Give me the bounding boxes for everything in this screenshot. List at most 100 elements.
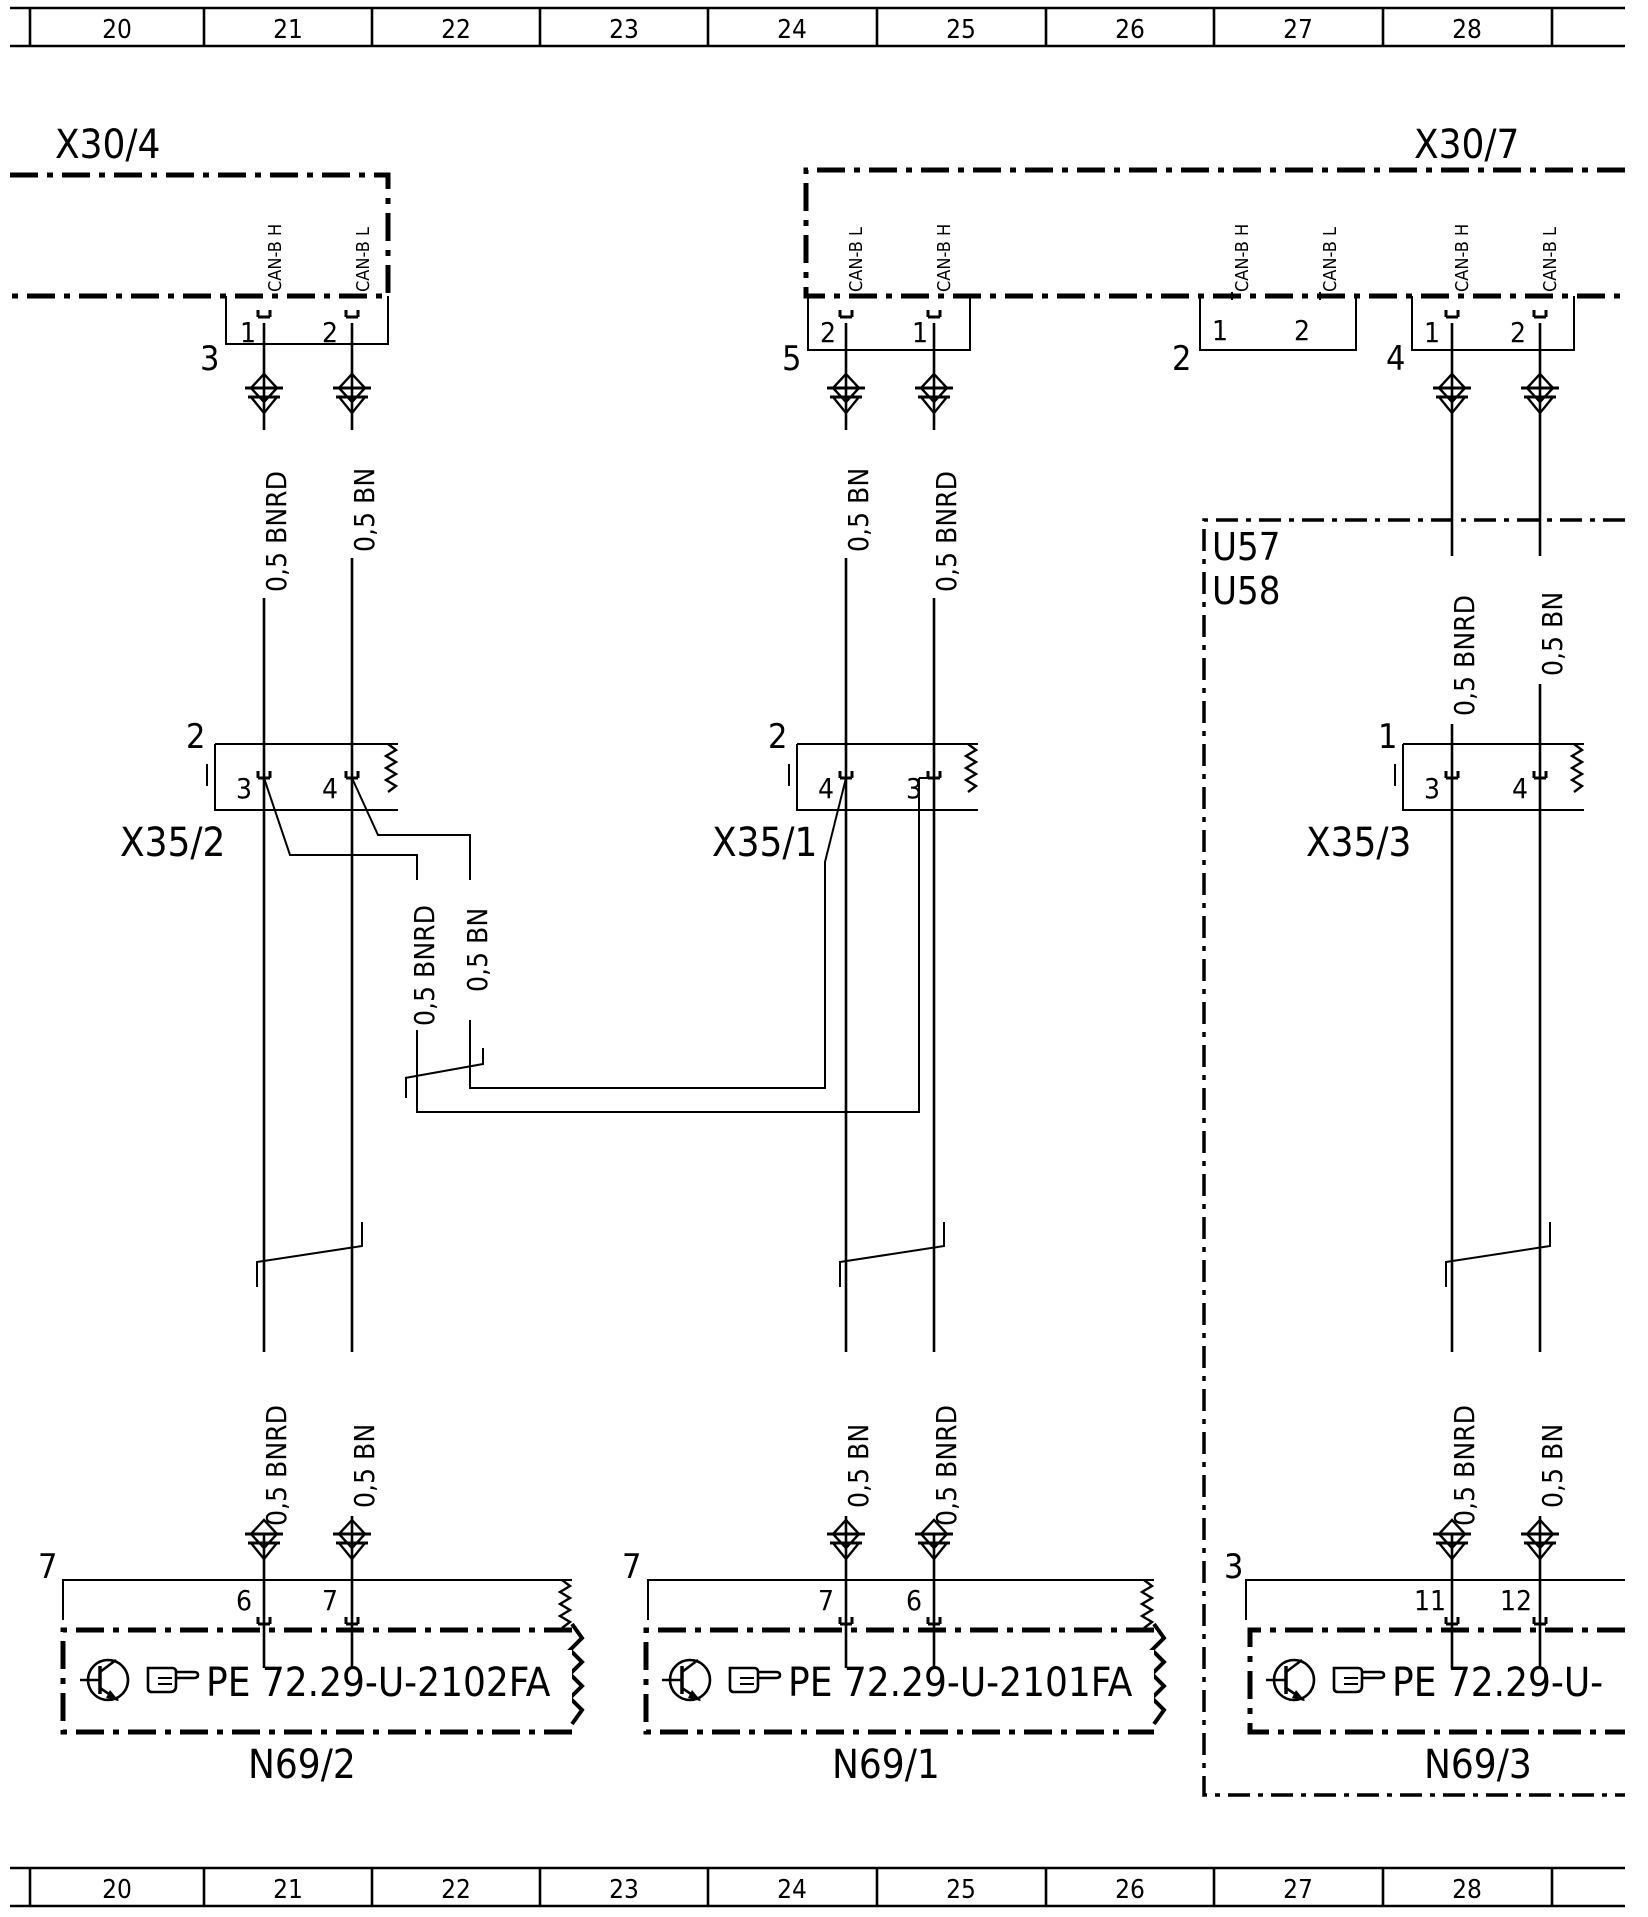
wire-label: 0,5 BN [348, 468, 381, 552]
ruler-col: 26 [1115, 1875, 1145, 1905]
wire-label: 0,5 BN [1536, 592, 1569, 676]
bottom-ruler: 20 21 22 23 24 25 26 27 28 [10, 1866, 1625, 1908]
wire-label: 0,5 BNRD [1448, 595, 1481, 716]
break-icon [964, 742, 978, 794]
signal-label: CAN-B H [934, 224, 955, 292]
pin-number: 7 [622, 1547, 641, 1587]
module-label-n69-3: N69/3 [1424, 1742, 1532, 1788]
wire-label: 0,5 BNRD [260, 1405, 293, 1526]
ruler-col: 25 [946, 1875, 976, 1905]
module-n69-2: 7 6 7 PE 72.29-U-2102FA N69/2 [38, 1547, 585, 1788]
wire-label: 0,5 BN [348, 1424, 381, 1508]
pointing-hand-icon [728, 1666, 782, 1694]
transistor-icon [662, 1658, 712, 1702]
ruler-col: 23 [609, 1875, 639, 1905]
module-reference: PE 72.29-U- [1392, 1660, 1603, 1706]
break-icon [558, 1578, 572, 1630]
pin-number: 3 [906, 772, 922, 805]
signal-label: CAN-B H [1232, 224, 1253, 292]
wire-label: 0,5 BNRD [1448, 1405, 1481, 1526]
splice-label-x35-3: X35/3 [1306, 820, 1411, 866]
ruler-col: 22 [441, 15, 471, 45]
ruler-col: 25 [946, 15, 976, 45]
pin-icon [1532, 308, 1548, 319]
ruler-col: 21 [273, 1875, 303, 1905]
pin-number: 4 [1386, 339, 1405, 379]
pin-number: 1 [240, 316, 256, 349]
pin-number: 7 [818, 1584, 834, 1617]
pin-number: 2 [768, 717, 787, 757]
pin-number: 1 [1378, 717, 1397, 757]
pin-number: 2 [1510, 316, 1526, 349]
module-n69-3: 3 11 12 PE 72.29-U- N69/3 [1224, 1547, 1625, 1788]
module-reference: PE 72.29-U-2102FA [206, 1660, 551, 1706]
signal-label: CAN-B H [1452, 224, 1473, 292]
signal-label: CAN-B H [265, 224, 286, 292]
ruler-col: 27 [1283, 15, 1313, 45]
pin-number: 7 [322, 1584, 338, 1617]
signal-label: CAN-B L [1540, 227, 1561, 292]
pin-icon [256, 308, 272, 319]
wire-group-n69-3: 0,5 BNRD 0,5 BN 1 3 4 X35/3 0,5 BNRD 0,5… [1306, 323, 1584, 1668]
ruler-col: 26 [1115, 15, 1145, 45]
pin-number: 2 [322, 316, 338, 349]
wire-label: 0,5 BN [461, 908, 494, 992]
pin-number: 11 [1414, 1584, 1446, 1617]
connector-x30-4: X30/4 CAN-B H CAN-B L 3 1 2 [10, 122, 391, 379]
wire-label: 0,5 BNRD [930, 1405, 963, 1526]
pointing-hand-icon [146, 1666, 200, 1694]
ruler-col: 28 [1452, 15, 1482, 45]
ruler-col: 23 [609, 15, 639, 45]
module-label-u58: U58 [1212, 569, 1281, 613]
ruler-col: 28 [1452, 1875, 1482, 1905]
module-n69-1: 7 7 6 PE 72.29-U-2101FA N69/1 [622, 1547, 1167, 1788]
pin-number: 2 [1294, 314, 1310, 347]
top-ruler: 20 21 22 23 24 25 26 27 28 [10, 6, 1625, 48]
wire-group-n69-1: 0,5 BN 0,5 BNRD 2 4 3 X35/1 0,5 BN 0,5 B… [712, 323, 978, 1668]
pin-number: 4 [1512, 772, 1528, 805]
pin-number: 1 [1424, 316, 1440, 349]
ruler-col: 21 [273, 15, 303, 45]
ruler-col: 27 [1283, 1875, 1313, 1905]
pin-number: 6 [236, 1584, 252, 1617]
splice-label-x35-1: X35/1 [712, 820, 817, 866]
module-reference: PE 72.29-U-2101FA [788, 1660, 1133, 1706]
wire-label: 0,5 BNRD [260, 471, 293, 592]
pin-icon [344, 308, 360, 319]
pin-number: 1 [1212, 314, 1228, 347]
connector-label-x30-4: X30/4 [55, 122, 160, 168]
transistor-icon [80, 1658, 130, 1702]
module-label-n69-2: N69/2 [248, 1742, 356, 1788]
wire-group-n69-2: 0,5 BNRD 0,5 BN 2 3 4 X35/2 0,5 BNRD 0,5… [120, 323, 934, 1668]
wire-label: 0,5 BNRD [930, 471, 963, 592]
splice-label-x35-2: X35/2 [120, 820, 225, 866]
pointing-hand-icon [1332, 1666, 1386, 1694]
pin-icon [1444, 308, 1460, 319]
ruler-col: 24 [777, 1875, 807, 1905]
wire-label: 0,5 BN [842, 1424, 875, 1508]
pin-number: 3 [236, 772, 252, 805]
module-frame-u57-u58: U57 U58 [1202, 518, 1625, 1797]
signal-label: CAN-B L [1320, 227, 1341, 292]
wire-label: 0,5 BN [842, 468, 875, 552]
ruler-col: 20 [102, 1875, 132, 1905]
pin-number: 7 [38, 1547, 57, 1587]
module-label-u57: U57 [1212, 525, 1281, 569]
pin-number: 2 [186, 717, 205, 757]
pin-number: 6 [906, 1584, 922, 1617]
signal-label: CAN-B L [353, 227, 374, 292]
pin-number: 12 [1500, 1584, 1532, 1617]
pin-number: 2 [1172, 339, 1191, 379]
pin-number: 4 [818, 772, 834, 805]
break-icon [384, 742, 398, 794]
break-icon [1140, 1578, 1154, 1630]
module-label-n69-1: N69/1 [832, 1742, 940, 1788]
connector-x30-7: X30/7 CAN-B L CAN-B H CAN-B H CAN-B L CA… [782, 122, 1625, 379]
pin-number: 3 [200, 339, 219, 379]
ruler-col: 24 [777, 15, 807, 45]
pin-icon [926, 308, 942, 319]
ruler-col: 22 [441, 1875, 471, 1905]
connector-label-x30-7: X30/7 [1414, 122, 1519, 168]
ruler-col: 20 [102, 15, 132, 45]
